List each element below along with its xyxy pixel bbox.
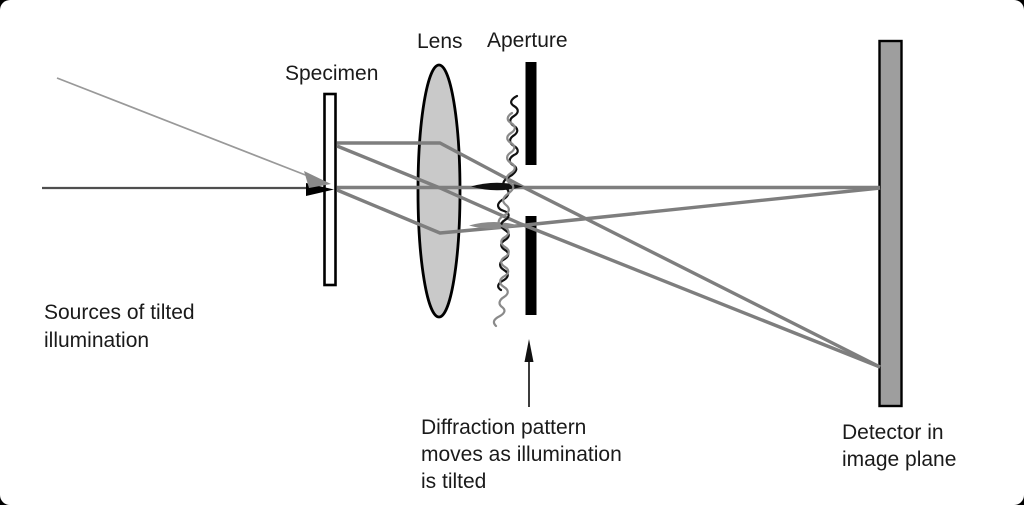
- diffraction-note-label: Diffraction pattern moves as illuminatio…: [421, 414, 622, 495]
- tilted-arrowhead-icon: [304, 171, 331, 188]
- tilted-illumination-ray: [56, 77, 309, 177]
- diffraction-squiggle-shifted: [492, 111, 516, 328]
- note-arrowhead-icon: [524, 339, 534, 362]
- detector-label-line1: Detector in: [842, 421, 944, 444]
- diffraction-spot-central: [471, 182, 523, 191]
- sources-label-line1: Sources of tilted: [44, 301, 195, 324]
- lens-label: Lens: [417, 30, 463, 53]
- sources-label: Sources of tilted illumination: [44, 299, 195, 355]
- lens-ellipse: [416, 63, 462, 319]
- diffracted-beam-bottom-ray: [336, 186, 881, 235]
- detector-label: Detector in image plane: [842, 419, 956, 473]
- diffraction-note-line2: moves as illumination: [421, 443, 622, 466]
- detector-label-line2: image plane: [842, 448, 957, 471]
- aperture-bottom-bar: [525, 216, 537, 315]
- aperture-label: Aperture: [487, 29, 568, 52]
- direct-beam-top-ray: [337, 141, 881, 369]
- specimen-label: Specimen: [285, 62, 379, 85]
- aperture-top-bar: [525, 62, 537, 165]
- diffraction-note-line3: is tilted: [421, 470, 487, 493]
- diffraction-note-line1: Diffraction pattern: [421, 416, 587, 439]
- diffracted-beam-top-ray: [336, 144, 881, 369]
- detector-rect: [878, 39, 903, 408]
- sources-label-line2: illumination: [44, 329, 150, 352]
